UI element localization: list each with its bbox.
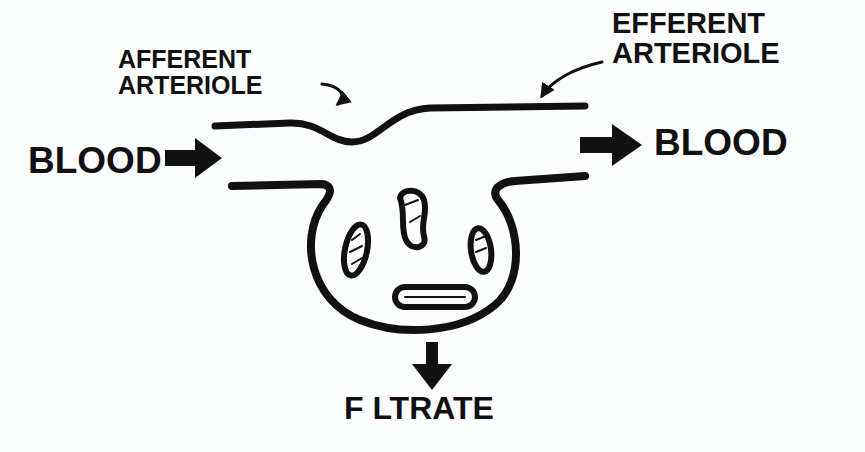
- flow-label: F LTRATE: [344, 392, 534, 426]
- flow-arrow: [580, 124, 642, 166]
- glomerular-capsule: [232, 176, 585, 330]
- vessel-label: EFFERENT ARTERIOLE: [612, 8, 812, 69]
- flow-label: BLOOD: [654, 124, 804, 163]
- capillary-loop: [400, 191, 425, 248]
- flow-label: BLOOD: [28, 142, 178, 181]
- leader-line: [542, 62, 602, 96]
- vessel-label: AFFERENT ARTERIOLE: [118, 46, 293, 99]
- vessel-wall: [215, 106, 585, 142]
- leader-line: [322, 84, 342, 104]
- flow-arrow: [165, 138, 222, 178]
- flow-arrow: [412, 342, 452, 390]
